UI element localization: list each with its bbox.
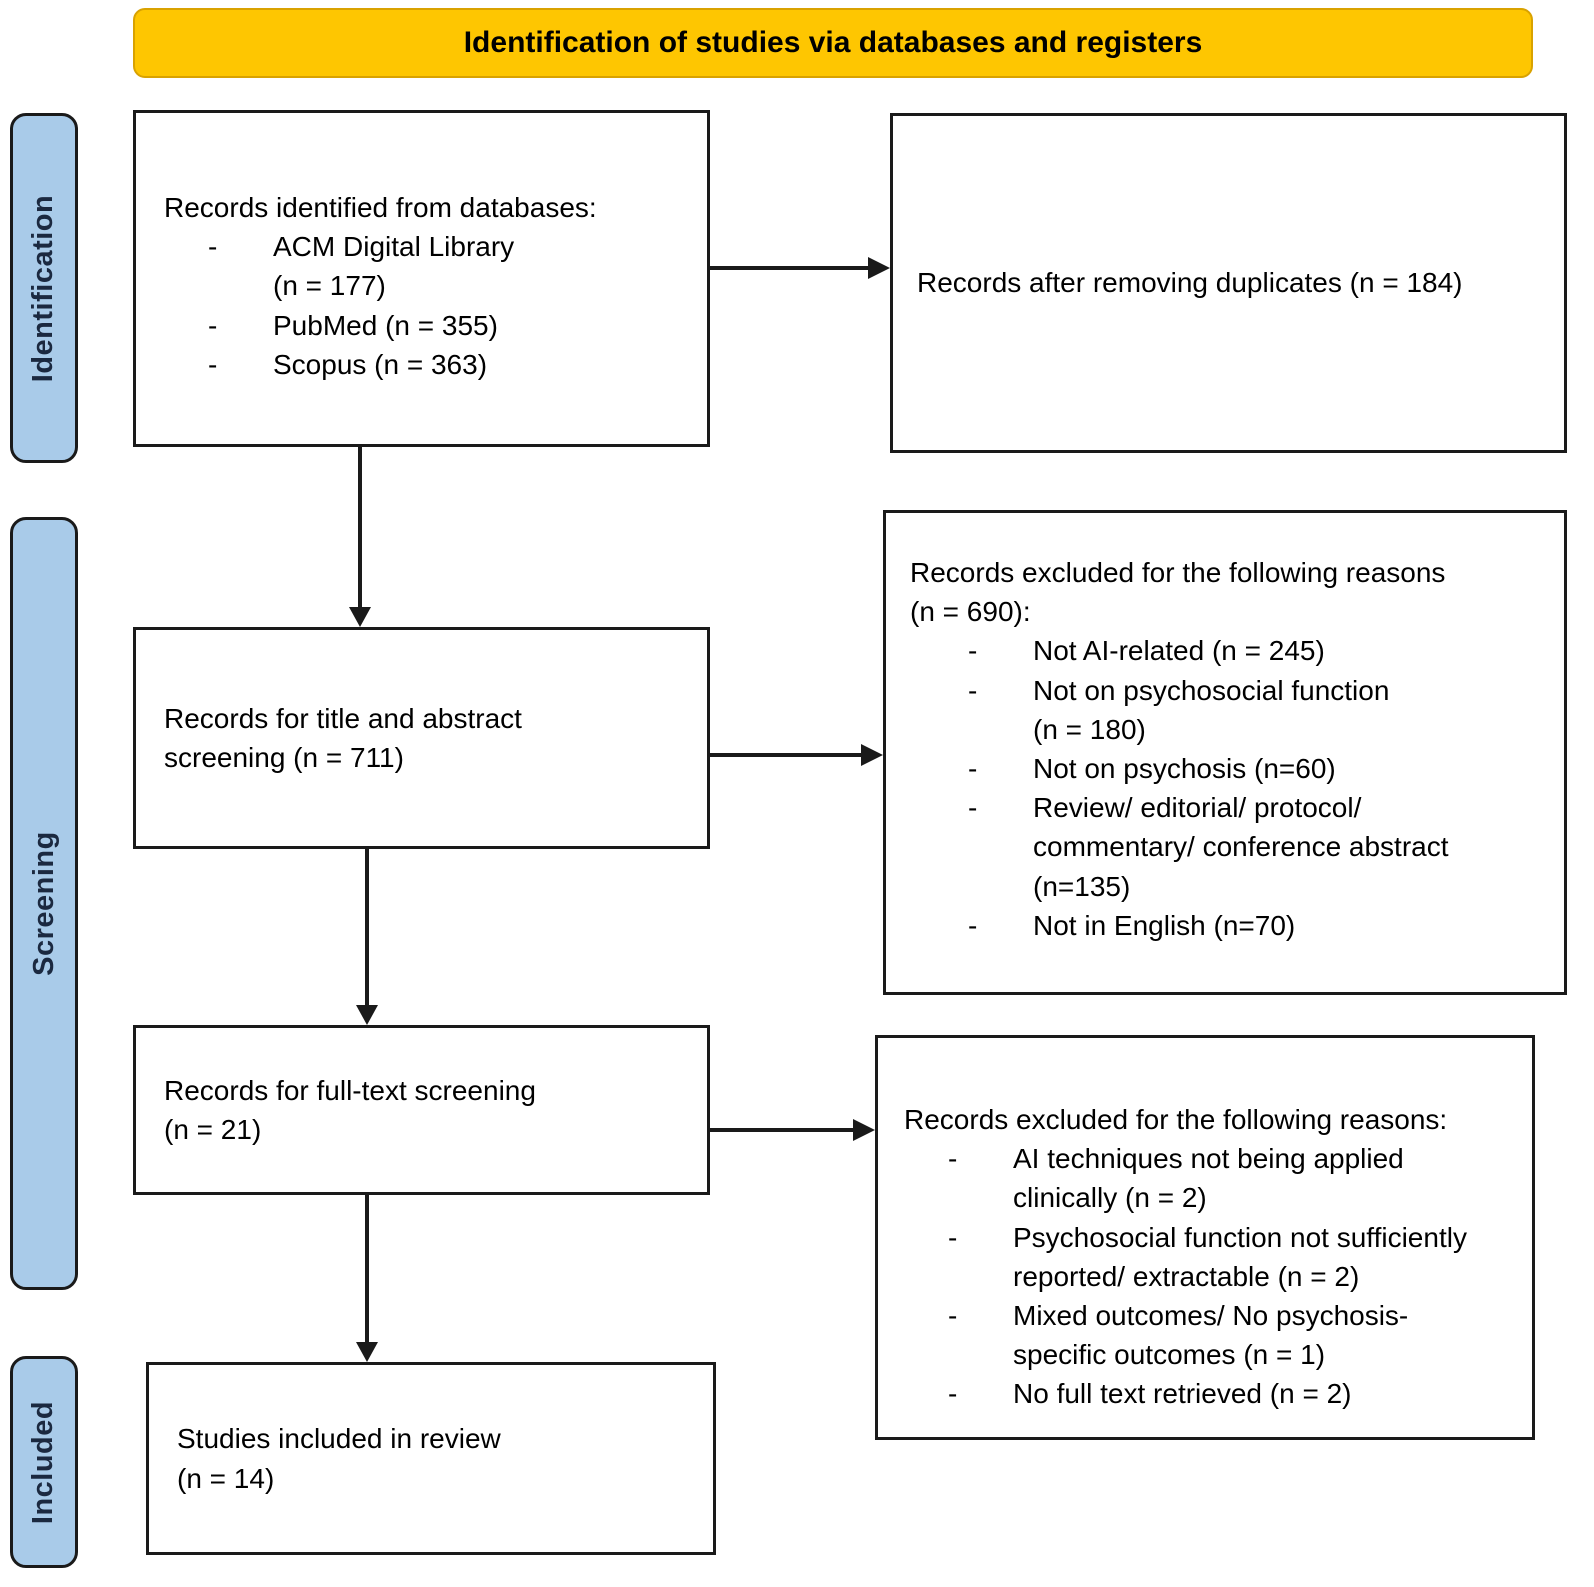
box-excluded-title-abstract-intro: Records excluded for the following reaso…	[910, 557, 1446, 628]
arrow-identified-to-screening-line	[358, 447, 362, 609]
excluded-fulltext-list: - AI techniques not being applied clinic…	[904, 1139, 1524, 1413]
arrow-screening-to-fulltext-line	[365, 849, 369, 1007]
bullet-dash: -	[948, 1378, 958, 1410]
stage-screening-label: Screening	[27, 831, 60, 976]
bullet-dash: -	[948, 1143, 958, 1175]
arrow-fulltext-to-excluded-line	[710, 1128, 855, 1132]
list-item: - Not AI-related (n = 245)	[968, 631, 1554, 670]
stage-screening: Screening	[10, 517, 78, 1290]
list-item-text: Not on psychosocial function (n = 180)	[1033, 674, 1390, 745]
list-item: - ACM Digital Library (n = 177)	[208, 227, 693, 305]
box-records-deduplicated: Records after removing duplicates (n = 1…	[890, 113, 1567, 453]
stage-identification-label: Identification	[27, 194, 60, 382]
excluded-title-abstract-list: - Not AI-related (n = 245) - Not on psyc…	[910, 631, 1554, 945]
bullet-dash: -	[208, 348, 218, 380]
box-fulltext-screening: Records for full-text screening (n = 21)	[133, 1025, 710, 1195]
diagram-title-banner: Identification of studies via databases …	[133, 8, 1533, 78]
arrow-screening-to-excluded-line	[710, 753, 863, 757]
list-item-text: Psychosocial function not sufficiently r…	[1013, 1221, 1467, 1292]
bullet-dash: -	[968, 792, 978, 824]
list-item-text: Mixed outcomes/ No psychosis- specific o…	[1013, 1299, 1409, 1371]
list-item-text: ACM Digital Library (n = 177)	[273, 231, 515, 302]
arrow-screening-to-excluded-head	[861, 744, 883, 766]
list-item: - Psychosocial function not sufficiently…	[948, 1218, 1524, 1296]
arrow-screening-to-fulltext-head	[356, 1005, 378, 1025]
box-records-identified: Records identified from databases: - ACM…	[133, 110, 710, 447]
bullet-dash: -	[948, 1299, 958, 1331]
list-item-text: PubMed (n = 355)	[273, 309, 498, 341]
list-item: - No full text retrieved (n = 2)	[948, 1374, 1524, 1413]
box-title-abstract-screening: Records for title and abstract screening…	[133, 627, 710, 849]
list-item-text: Not on psychosis (n=60)	[1033, 752, 1336, 784]
box-studies-included-text: Studies included in review (n = 14)	[177, 1423, 501, 1494]
stage-included-label: Included	[27, 1400, 60, 1524]
bullet-dash: -	[968, 909, 978, 941]
list-item-text: Not AI-related (n = 245)	[1033, 635, 1325, 667]
list-item-text: Review/ editorial/ protocol/ commentary/…	[1033, 792, 1449, 902]
list-item: - PubMed (n = 355)	[208, 306, 693, 345]
list-item: - AI techniques not being applied clinic…	[948, 1139, 1524, 1217]
arrow-fulltext-to-included-head	[356, 1342, 378, 1362]
arrow-fulltext-to-excluded-head	[853, 1119, 875, 1141]
arrow-identified-to-dedup-head	[868, 257, 890, 279]
box-records-identified-intro: Records identified from databases:	[164, 192, 597, 223]
box-title-abstract-screening-text: Records for title and abstract screening…	[164, 702, 522, 773]
arrow-fulltext-to-included-line	[365, 1195, 369, 1342]
list-item-text: AI techniques not being applied clinical…	[1013, 1143, 1404, 1214]
box-fulltext-screening-text: Records for full-text screening (n = 21)	[164, 1074, 536, 1145]
list-item: - Not on psychosocial function (n = 180)	[968, 671, 1554, 749]
list-item-text: No full text retrieved (n = 2)	[1013, 1378, 1352, 1410]
bullet-dash: -	[948, 1221, 958, 1253]
box-excluded-title-abstract: Records excluded for the following reaso…	[883, 510, 1567, 995]
box-excluded-fulltext: Records excluded for the following reaso…	[875, 1035, 1535, 1440]
stage-included: Included	[10, 1356, 78, 1568]
bullet-dash: -	[968, 752, 978, 784]
diagram-title: Identification of studies via databases …	[463, 26, 1203, 59]
bullet-dash: -	[968, 635, 978, 667]
box-studies-included: Studies included in review (n = 14)	[146, 1362, 716, 1555]
bullet-dash: -	[208, 231, 218, 263]
list-item-text: Scopus (n = 363)	[273, 348, 488, 380]
arrow-identified-to-screening-head	[349, 607, 371, 627]
list-item: - Review/ editorial/ protocol/ commentar…	[968, 788, 1554, 906]
records-identified-list: - ACM Digital Library (n = 177) - PubMed…	[164, 227, 693, 384]
list-item: - Not in English (n=70)	[968, 906, 1554, 945]
box-records-deduplicated-text: Records after removing duplicates (n = 1…	[917, 267, 1463, 299]
list-item: - Not on psychosis (n=60)	[968, 749, 1554, 788]
list-item: - Scopus (n = 363)	[208, 345, 693, 384]
box-excluded-fulltext-intro: Records excluded for the following reaso…	[904, 1104, 1448, 1135]
list-item: - Mixed outcomes/ No psychosis- specific…	[948, 1296, 1524, 1374]
stage-identification: Identification	[10, 113, 78, 463]
bullet-dash: -	[968, 674, 978, 706]
arrow-identified-to-dedup-line	[710, 266, 870, 270]
bullet-dash: -	[208, 309, 218, 341]
list-item-text: Not in English (n=70)	[1033, 909, 1296, 941]
